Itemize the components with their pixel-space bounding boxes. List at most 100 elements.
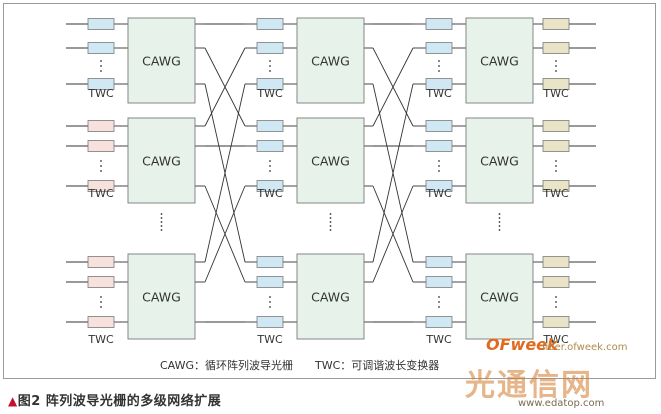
twc-label: TWC [425, 187, 452, 200]
awg-block [127, 17, 196, 104]
awg-label: CAWG [480, 54, 519, 69]
ellipsis-dot [555, 296, 557, 298]
twc-block [542, 276, 570, 288]
ellipsis-dot [438, 296, 440, 298]
component-boxes [87, 17, 570, 340]
ellipsis-dot [329, 221, 332, 223]
ellipsis-dot [329, 217, 332, 219]
ellipsis-dot [269, 170, 271, 172]
awg-label: CAWG [311, 54, 350, 69]
watermark-url: www.edatop.com [518, 398, 605, 409]
twc-block [87, 276, 115, 288]
awg-label: CAWG [311, 290, 350, 305]
awg-label: CAWG [142, 290, 181, 305]
twc-block [87, 256, 115, 268]
ellipsis-dot [160, 217, 163, 219]
ellipsis-dot [269, 60, 271, 62]
ellipsis-dot [555, 60, 557, 62]
ellipsis-dot [329, 229, 332, 231]
twc-block [425, 180, 453, 192]
twc-block [87, 140, 115, 152]
twc-block [256, 18, 284, 30]
ellipsis-dot [438, 301, 440, 303]
ellipsis-dot [100, 165, 102, 167]
awg-label: CAWG [480, 290, 519, 305]
twc-label: TWC [425, 87, 452, 100]
ellipsis-dot [555, 160, 557, 162]
twc-label: TWC [87, 333, 114, 346]
ellipsis-dot [498, 221, 501, 223]
ellipsis-dot [555, 65, 557, 67]
fiber-line [204, 47, 246, 127]
ellipsis-dot [329, 213, 332, 215]
watermark-brand: OFweek [486, 335, 558, 354]
watermark-cn: 光通信网 [465, 368, 593, 403]
ellipsis-dot [438, 165, 440, 167]
figure-caption: ▲图2 阵列波导光栅的多级网络扩展 [8, 390, 221, 409]
caption-text: 图2 阵列波导光栅的多级网络扩展 [17, 394, 222, 409]
awg-label: CAWG [142, 54, 181, 69]
twc-block [542, 140, 570, 152]
awg-label: CAWG [311, 154, 350, 169]
ellipsis-dot [100, 301, 102, 303]
awg-block [127, 253, 196, 340]
awg-block [465, 117, 534, 204]
twc-block [256, 180, 284, 192]
fiber-line [372, 83, 414, 263]
fiber-line [204, 83, 246, 263]
watermark-site: fiber.ofweek.com [542, 342, 628, 353]
twc-block [87, 42, 115, 54]
twc-label: TWC [256, 187, 283, 200]
awg-block [296, 117, 365, 204]
twc-block [87, 18, 115, 30]
twc-label: TWC [542, 333, 569, 346]
twc-block [256, 316, 284, 328]
ellipsis-dot [438, 65, 440, 67]
twc-block [542, 316, 570, 328]
awg-block [296, 17, 365, 104]
twc-block [425, 256, 453, 268]
twc-label: TWC [256, 333, 283, 346]
connection-lines [66, 23, 596, 323]
ellipsis-dot [329, 225, 332, 227]
twc-block [542, 78, 570, 90]
twc-block [256, 276, 284, 288]
ellipsis-dot [160, 229, 163, 231]
ellipsis-dot [160, 213, 163, 215]
twc-block [542, 256, 570, 268]
ellipsis-dot [160, 221, 163, 223]
twc-block [425, 276, 453, 288]
ellipsis-dot [498, 213, 501, 215]
awg-block [465, 253, 534, 340]
awg-label: CAWG [480, 154, 519, 169]
twc-label: TWC [87, 187, 114, 200]
ellipsis-dot [555, 70, 557, 72]
ellipsis-dot [100, 160, 102, 162]
ellipsis-dot [498, 217, 501, 219]
ellipsis-dot [269, 70, 271, 72]
twc-block [425, 120, 453, 132]
twc-block [425, 140, 453, 152]
twc-label: TWC [87, 87, 114, 100]
ellipsis-dot [100, 65, 102, 67]
ellipsis-dot [438, 160, 440, 162]
ellipsis-dot [438, 70, 440, 72]
fiber-line [372, 47, 414, 127]
awg-block [296, 253, 365, 340]
ellipsis-dot [438, 306, 440, 308]
twc-block [256, 78, 284, 90]
ellipsis-dot [438, 60, 440, 62]
ellipsis-dot [100, 306, 102, 308]
twc-block [87, 316, 115, 328]
ellipsis-dot [498, 229, 501, 231]
twc-label: TWC [425, 333, 452, 346]
ellipsis-dot [498, 225, 501, 227]
ellipsis-dot [100, 296, 102, 298]
ellipsis-dot [269, 306, 271, 308]
twc-block [542, 120, 570, 132]
ellipsis-dot [269, 160, 271, 162]
twc-block [425, 78, 453, 90]
twc-label: TWC [542, 187, 569, 200]
